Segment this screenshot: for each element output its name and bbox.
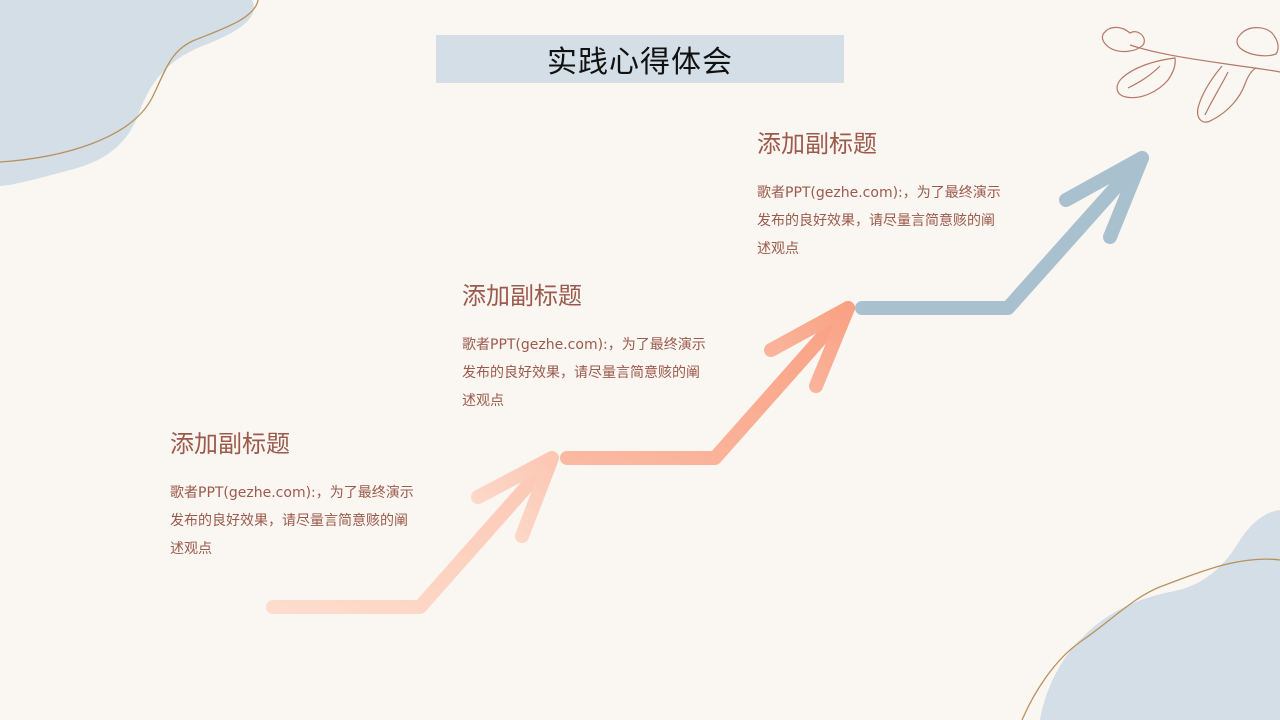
page-title: 实践心得体会 — [547, 45, 733, 80]
arrow-step-3 — [855, 151, 1149, 315]
step-3-heading: 添加副标题 — [757, 130, 877, 158]
arrow-step-2 — [560, 301, 855, 465]
bottom-right-blob — [1040, 510, 1280, 720]
step-1: 添加副标题 歌者PPT(gezhe.com):，为了最终演示发布的良好效果，请尽… — [170, 424, 420, 563]
step-2: 添加副标题 歌者PPT(gezhe.com):，为了最终演示发布的良好效果，请尽… — [462, 276, 712, 415]
step-3-body: 歌者PPT(gezhe.com):，为了最终演示发布的良好效果，请尽量言简意赅的… — [757, 185, 1001, 257]
top-left-blob — [0, 0, 254, 186]
step-2-heading: 添加副标题 — [462, 282, 582, 310]
top-left-gold-line — [0, 0, 259, 163]
arrow-step-1 — [266, 451, 559, 614]
title-box: 实践心得体会 — [436, 35, 844, 83]
step-3: 添加副标题 歌者PPT(gezhe.com):，为了最终演示发布的良好效果，请尽… — [757, 124, 1007, 263]
step-2-body: 歌者PPT(gezhe.com):，为了最终演示发布的良好效果，请尽量言简意赅的… — [462, 337, 706, 409]
leaf-branch-icon — [1101, 26, 1280, 123]
bottom-right-gold-line — [1021, 558, 1280, 720]
step-1-body: 歌者PPT(gezhe.com):，为了最终演示发布的良好效果，请尽量言简意赅的… — [170, 485, 414, 557]
step-1-heading: 添加副标题 — [170, 430, 290, 458]
